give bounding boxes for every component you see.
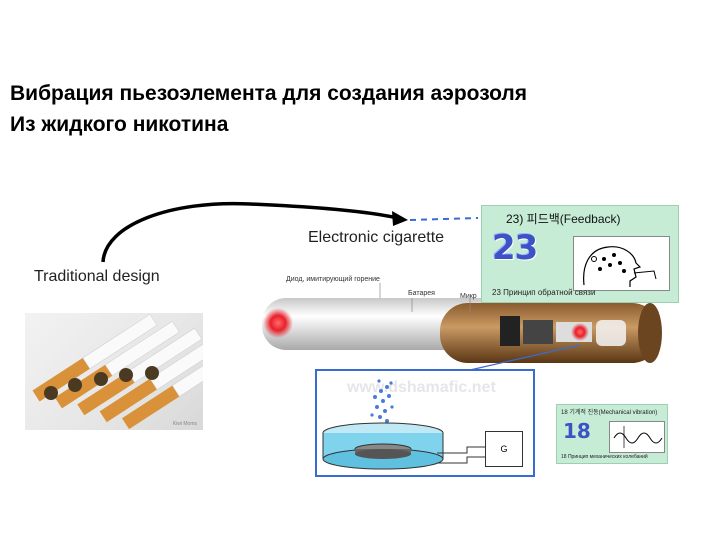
slide-title-line-1: Вибрация пьезоэлемента для создания аэро… bbox=[10, 82, 528, 105]
wave-figure bbox=[609, 421, 665, 453]
slide-title: Вибрация пьезоэлемента для создания аэро… bbox=[10, 78, 715, 140]
diode-label: Диод, имитирующий горение bbox=[286, 276, 380, 283]
feedback-panel: 23) 피드백(Feedback) 23 23 Принцип обратной… bbox=[481, 205, 679, 303]
mechanical-vibration-panel: 18 기계적 진동(Mechanical vibration) 18 18 Пр… bbox=[556, 404, 668, 464]
feedback-head-figure bbox=[573, 236, 670, 291]
battery-component bbox=[500, 316, 520, 346]
watermark: www.dshamafic.net bbox=[347, 379, 496, 396]
photo-caption: Kiwi Moms bbox=[172, 421, 197, 427]
slide-title-line-2: Из жидкого никотина bbox=[10, 113, 229, 136]
mechanical-header: 18 기계적 진동(Mechanical vibration) bbox=[561, 410, 658, 416]
electronic-cigarette-label: Electronic cigarette bbox=[308, 229, 445, 246]
feedback-number: 23 bbox=[492, 228, 538, 268]
micro-label: Микр bbox=[460, 293, 477, 300]
battery-label: Батарея bbox=[408, 290, 435, 297]
feedback-header: 23) 피드백(Feedback) bbox=[506, 212, 621, 226]
led-tip-icon bbox=[263, 308, 293, 338]
generator-box: G bbox=[485, 431, 523, 467]
cigarette-5 bbox=[122, 341, 203, 430]
cigarette-4 bbox=[99, 334, 203, 423]
piezo-inset: www.dshamafic.net G bbox=[315, 369, 535, 477]
mechanical-number: 18 bbox=[563, 419, 591, 443]
mechanical-caption: 18 Принцип механических колебаний bbox=[561, 454, 648, 460]
cigarettes-photo: Kiwi Moms bbox=[25, 313, 203, 430]
traditional-design-label: Traditional design bbox=[34, 268, 160, 285]
feedback-caption: 23 Принцип обратной связи bbox=[492, 288, 596, 297]
